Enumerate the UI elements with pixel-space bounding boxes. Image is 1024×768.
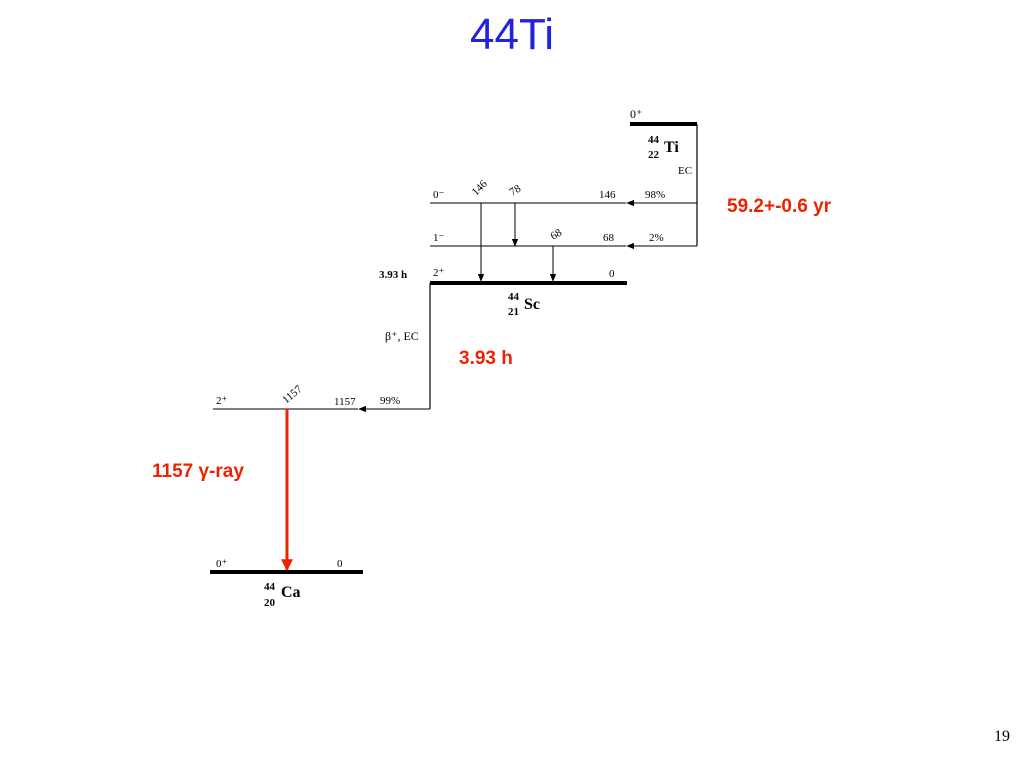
sc-decay-mode: β⁺, EC: [385, 329, 419, 343]
sc-level-68-branch: 2%: [649, 232, 664, 244]
ca-level-1157-energy: 1157: [334, 396, 356, 408]
sc-symbol: Sc: [524, 296, 540, 313]
sc-transition-146-label: 146: [470, 178, 491, 199]
slide-title: 44Ti: [470, 10, 554, 59]
ca-level-1157-gamma-label: 1157: [280, 383, 305, 406]
sc-level-68-spin: 1⁻: [433, 232, 445, 244]
page-number: 19: [994, 728, 1010, 745]
ti-halflife-annotation: 59.2+-0.6 yr: [727, 196, 832, 217]
ca-symbol: Ca: [281, 584, 301, 601]
sc-transition-78-label: 78: [508, 182, 524, 198]
ti-decay-mode: EC: [678, 165, 692, 177]
sc-level-146-spin: 0⁻: [433, 189, 445, 201]
ca-level-1157-spin: 2⁺: [216, 395, 228, 407]
ti-z: 22: [648, 149, 660, 161]
ti-symbol: Ti: [664, 139, 679, 156]
ca-ground-energy: 0: [337, 558, 343, 570]
ca-mass: 44: [264, 581, 276, 593]
sc-level-68-energy: 68: [603, 232, 615, 244]
sc-ground-spin: 2⁺: [433, 267, 445, 279]
sc-ground-halflife: 3.93 h: [379, 269, 407, 281]
sc-ground-energy: 0: [609, 268, 615, 280]
gamma-ray-annotation: 1157 γ-ray: [152, 461, 244, 482]
sc-level-146-branch: 98%: [645, 189, 665, 201]
ca-level-1157-branch: 99%: [380, 395, 400, 407]
ca-ground-spin: 0⁺: [216, 558, 228, 570]
ti-spin: 0⁺: [630, 107, 642, 121]
ti-mass: 44: [648, 134, 660, 146]
sc-transition-68-label: 68: [549, 226, 565, 242]
ca-z: 20: [264, 597, 276, 609]
sc-mass: 44: [508, 291, 520, 303]
sc-halflife-annotation: 3.93 h: [459, 348, 513, 369]
sc-z: 21: [508, 306, 519, 318]
sc-level-146-energy: 146: [599, 189, 616, 201]
